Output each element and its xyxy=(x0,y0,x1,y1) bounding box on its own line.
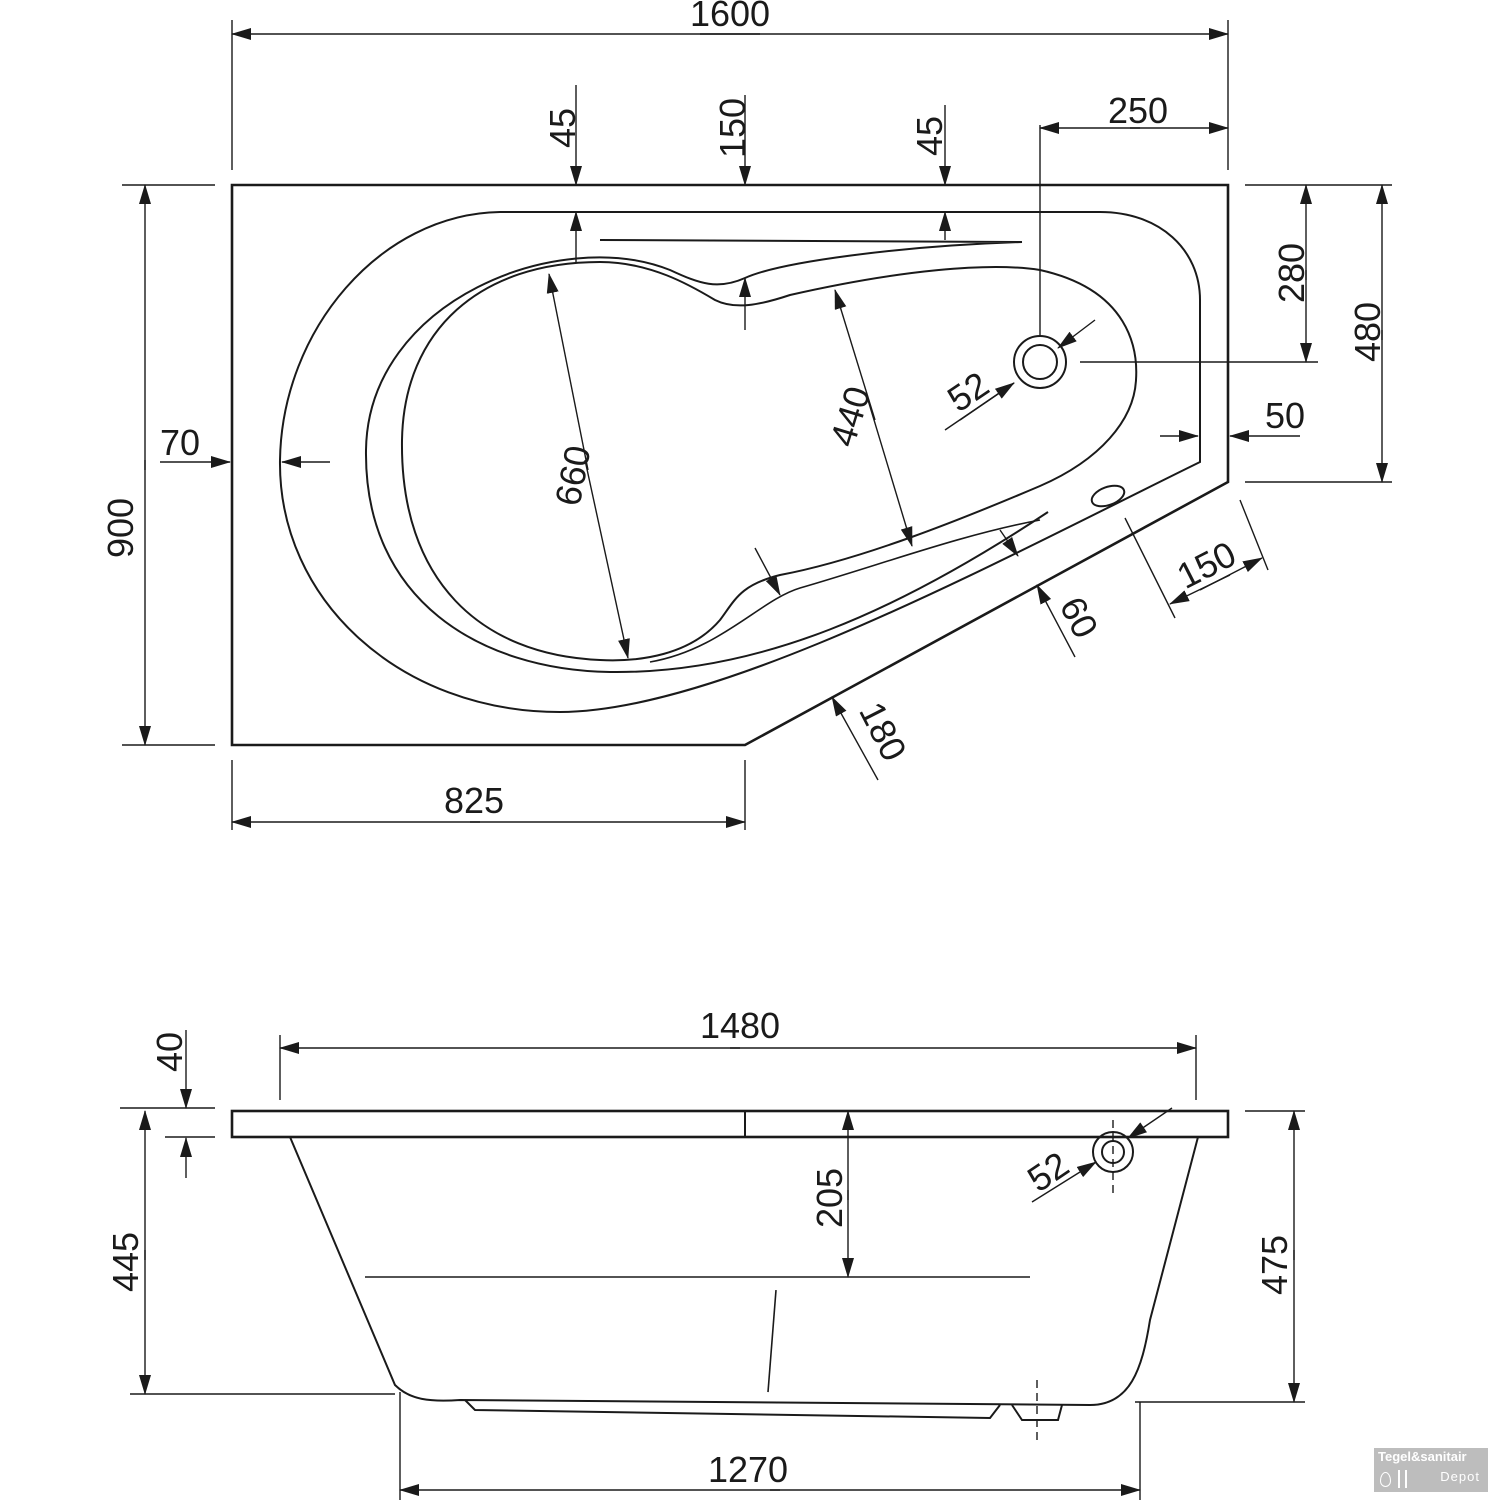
top-view: 1600 45 150 45 250 900 xyxy=(100,0,1392,830)
dim-bottom-length-side: 1270 xyxy=(399,1392,1141,1500)
outer-bowl-curve xyxy=(278,211,1201,714)
dim-total-height: 475 xyxy=(1135,1110,1305,1403)
dim-overflow-diameter: 52 xyxy=(1020,1107,1173,1203)
label-52-side: 52 xyxy=(1020,1143,1076,1199)
inner-basin-curve xyxy=(400,260,1138,662)
dim-basin-length: 660 xyxy=(546,273,630,659)
dim-angled-edge-2: 180 xyxy=(831,695,915,781)
dim-left-rim: 70 xyxy=(160,422,330,468)
dim-overall-depth: 900 xyxy=(100,184,215,746)
dim-rim-offsets: 45 150 45 xyxy=(542,85,951,330)
drop-icon xyxy=(1380,1472,1391,1487)
tub-body xyxy=(289,1136,1199,1407)
logo-line2: Depot xyxy=(1440,1469,1480,1484)
label-250: 250 xyxy=(1108,90,1168,131)
label-440: 440 xyxy=(822,382,879,451)
seat-line xyxy=(649,519,1041,663)
label-1600: 1600 xyxy=(690,0,770,34)
side-view: 1480 40 445 205 52 xyxy=(105,1005,1305,1500)
drain xyxy=(1013,125,1067,389)
divider-icon xyxy=(1398,1470,1400,1488)
dim-right-depths: 280 480 xyxy=(1080,184,1392,483)
label-50: 50 xyxy=(1265,395,1305,436)
dim-overflow-depth: 205 xyxy=(809,1110,854,1278)
label-1270: 1270 xyxy=(708,1449,788,1490)
label-445: 445 xyxy=(105,1232,146,1292)
dim-drain-from-right: 250 xyxy=(1039,90,1229,134)
brand-logo: Tegel&sanitair Depot xyxy=(1374,1448,1488,1492)
label-660: 660 xyxy=(547,442,599,509)
divider-icon-2 xyxy=(1405,1470,1407,1488)
label-480: 480 xyxy=(1347,302,1388,362)
label-45-right: 45 xyxy=(909,116,950,156)
bath-outline xyxy=(230,183,1230,747)
dim-right-rim: 50 xyxy=(1160,395,1305,442)
label-150-angled: 150 xyxy=(1170,533,1242,597)
label-475: 475 xyxy=(1254,1235,1295,1295)
label-1480: 1480 xyxy=(700,1005,780,1046)
label-40: 40 xyxy=(149,1032,190,1072)
dim-angled-rim: 60 xyxy=(1036,584,1107,658)
label-280: 280 xyxy=(1271,243,1312,303)
dim-overall-width: 1600 xyxy=(231,0,1229,170)
overflow xyxy=(1092,1120,1134,1195)
logo-line1: Tegel&sanitair xyxy=(1378,1449,1467,1464)
middle-bowl-curve xyxy=(364,239,1049,674)
dim-basin-width: 440 xyxy=(822,289,913,547)
label-70: 70 xyxy=(160,422,200,463)
label-825: 825 xyxy=(444,780,504,821)
overflow-oval xyxy=(1090,484,1126,508)
dim-top-length: 1480 xyxy=(279,1005,1197,1100)
label-52-top: 52 xyxy=(940,363,996,419)
dim-rim-thickness: 40 xyxy=(120,1030,215,1178)
label-150: 150 xyxy=(712,98,753,158)
rim-profile xyxy=(230,1109,1230,1139)
dim-angled-edge-1: 150 xyxy=(1124,499,1269,619)
tub-base xyxy=(464,1399,1063,1421)
dim-bottom-length: 825 xyxy=(231,760,746,830)
label-180: 180 xyxy=(851,695,915,767)
label-205: 205 xyxy=(809,1168,850,1228)
label-900: 900 xyxy=(100,498,141,558)
label-45-left: 45 xyxy=(542,108,583,148)
dim-inner-height: 445 xyxy=(105,1110,395,1395)
label-60: 60 xyxy=(1052,590,1107,644)
